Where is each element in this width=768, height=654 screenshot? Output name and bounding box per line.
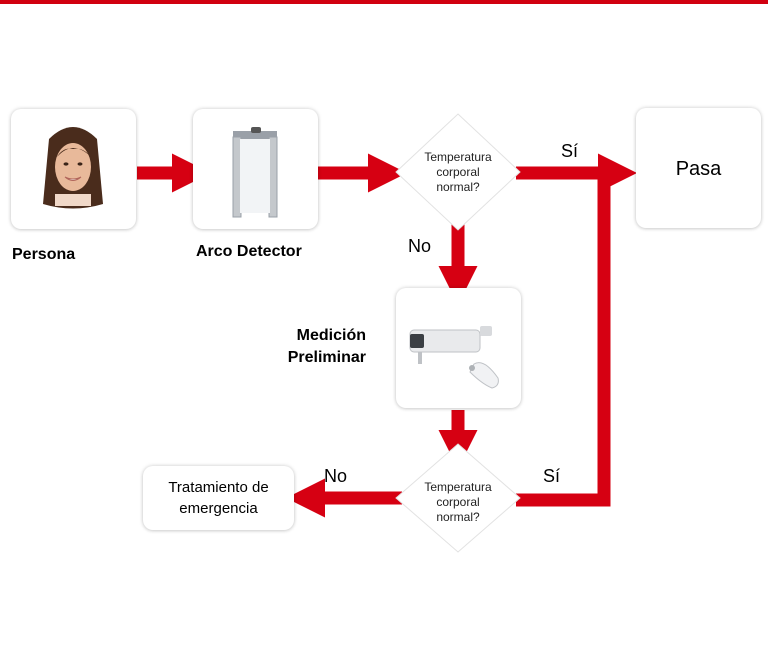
medicion-label: Medición Preliminar [287,327,366,366]
top-accent-bar [0,0,768,4]
walkthrough-detector-icon [232,127,278,218]
persona-card [11,109,136,229]
persona-label: Persona [12,246,76,263]
edge-label-no1: No [408,236,432,256]
arco-detector-label: Arco Detector [196,243,302,260]
ear-thermometer-icon [469,362,499,389]
tratamiento-label: Tratamiento de emergencia [168,479,269,517]
arrow-decision2-yes-to-pasa-line [516,174,611,507]
tratamiento-card: Tratamiento de emergencia [143,466,294,530]
medicion-card [396,288,521,408]
pasa-label: Pasa [675,158,722,180]
arco-detector-card [193,109,318,229]
person-face-icon [43,127,103,209]
decision2-text: Temperatura corporal normal? [424,480,492,524]
pasa-card: Pasa [636,108,761,228]
edge-label-no2: No [324,466,348,486]
thermal-camera-icon [409,326,492,364]
edge-label-yes1: Sí [561,141,579,161]
decision1-text: Temperatura corporal normal? [424,150,492,194]
edge-label-yes2: Sí [543,466,561,486]
